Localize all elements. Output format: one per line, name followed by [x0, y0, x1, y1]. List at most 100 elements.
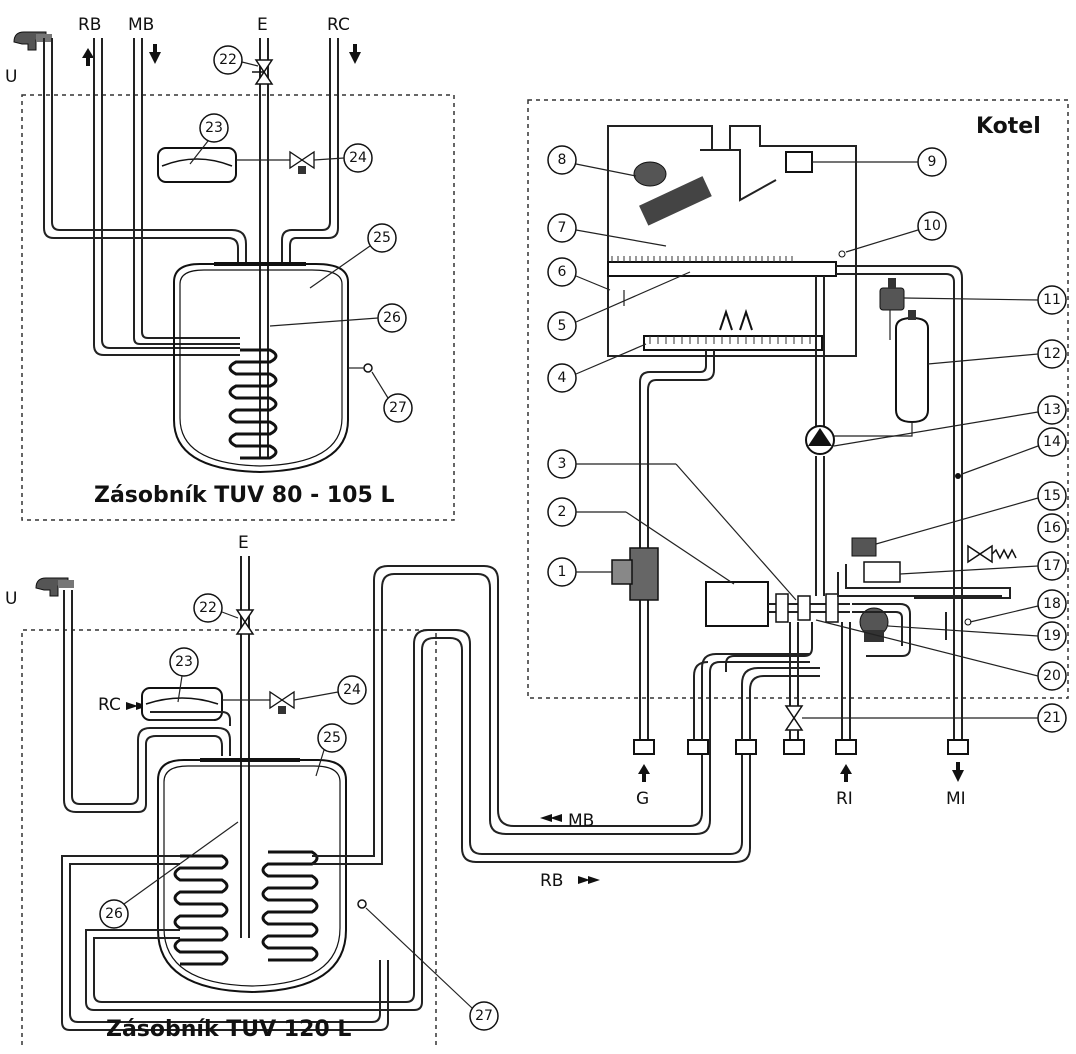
connection-fitting: [633, 739, 655, 755]
arrow-down-icon: [952, 762, 964, 782]
svg-text:1: 1: [558, 564, 567, 580]
svg-text:15: 15: [1043, 488, 1061, 504]
pipe-mb-loop: [312, 565, 810, 857]
svg-text:18: 18: [1043, 596, 1061, 612]
svg-text:5: 5: [558, 318, 567, 334]
diverter-motor-icon: [705, 581, 769, 627]
expansion-vessel-icon: [895, 310, 929, 424]
svg-text:9: 9: [928, 154, 937, 170]
svg-text:16: 16: [1043, 520, 1061, 536]
svg-text:27: 27: [475, 1008, 493, 1024]
tank-large-title: Zásobník TUV 120 L: [106, 1017, 351, 1042]
arrow-right-icon: [578, 876, 600, 884]
callout-14: 14: [961, 427, 1067, 475]
callout-27: 27: [371, 371, 413, 423]
callout-26: 26: [269, 303, 407, 333]
valve-icon: [235, 609, 255, 635]
svg-text:13: 13: [1043, 402, 1061, 418]
callout-6: 6: [547, 257, 611, 291]
sensor-icon: [838, 250, 846, 258]
arrow-up-icon: [82, 48, 94, 66]
callout-18: 18: [969, 589, 1067, 623]
label-top-u: U: [5, 67, 17, 87]
callout-26: 26: [99, 821, 239, 929]
pipe-gas: [639, 350, 707, 548]
combustion-chamber: [607, 125, 857, 357]
coil-icon: [173, 854, 229, 966]
burner-icon: [643, 308, 823, 351]
pipe-rc-top: [281, 38, 331, 262]
air-vent-icon: [879, 278, 905, 311]
pump-icon: [805, 425, 835, 455]
svg-text:22: 22: [199, 600, 217, 616]
label-mb-return: MB: [568, 811, 594, 831]
svg-text:20: 20: [1043, 668, 1061, 684]
callout-25: 25: [309, 223, 397, 289]
svg-text:25: 25: [323, 730, 341, 746]
svg-text:23: 23: [175, 654, 193, 670]
drain-valve-icon: [269, 690, 295, 714]
svg-text:22: 22: [219, 52, 237, 68]
label-top-e: E: [257, 15, 268, 35]
tank-small-title: Zásobník TUV 80 - 105 L: [94, 483, 394, 508]
svg-text:26: 26: [383, 310, 401, 326]
svg-text:4: 4: [558, 370, 567, 386]
callout-8: 8: [547, 145, 637, 177]
callout-15: 15: [875, 481, 1067, 545]
arrow-down-icon: [349, 44, 361, 64]
svg-text:14: 14: [1043, 434, 1061, 450]
callout-4: 4: [547, 343, 647, 393]
pipe-rb-top: [93, 38, 240, 356]
gauge-icon: [851, 537, 877, 557]
label-bottom-rc: RC: [98, 695, 121, 715]
svg-text:24: 24: [343, 682, 361, 698]
drain-valve-icon: [289, 150, 315, 174]
svg-text:2: 2: [558, 504, 567, 520]
label-top-mb: MB: [128, 15, 154, 35]
arrow-down-icon: [149, 44, 161, 64]
svg-text:7: 7: [558, 220, 567, 236]
label-top-rc: RC: [327, 15, 350, 35]
diverter-valve-icon: [775, 593, 839, 623]
callout-25: 25: [315, 723, 347, 777]
svg-text:10: 10: [923, 218, 941, 234]
svg-text:11: 11: [1043, 292, 1061, 308]
gas-valve-icon: [611, 547, 659, 601]
tap-icon: [13, 31, 52, 51]
arrow-up-icon: [638, 764, 650, 782]
label-rb-flow: RB: [540, 871, 563, 891]
callout-2: 2: [547, 497, 735, 585]
pipe-u-bottom: [63, 590, 223, 813]
tank-large-body: [157, 758, 347, 994]
sensor-icon: [357, 899, 367, 909]
label-bottom-u: U: [5, 589, 17, 609]
boiler-title: Kotel: [976, 114, 1041, 139]
callout-9: 9: [812, 147, 947, 177]
tap-icon: [35, 577, 74, 597]
pipe-rb-loop: [61, 855, 389, 1031]
tank-small-region: [21, 94, 455, 521]
callout-3: 3: [547, 449, 797, 601]
connection-fitting: [835, 739, 857, 755]
callout-11: 11: [903, 285, 1067, 315]
label-mi: MI: [946, 789, 966, 809]
sensor-icon: [955, 473, 961, 479]
pipe-mb-top: [133, 38, 240, 345]
svg-text:24: 24: [349, 150, 367, 166]
svg-text:8: 8: [558, 152, 567, 168]
callout-1: 1: [547, 557, 612, 587]
expansion-vessel-icon: [157, 147, 237, 183]
callout-24: 24: [293, 675, 367, 705]
callout-24: 24: [313, 143, 373, 173]
pipe-flow: [836, 265, 963, 740]
heat-exchanger-icon: [607, 256, 837, 277]
svg-text:25: 25: [373, 230, 391, 246]
svg-text:6: 6: [558, 264, 567, 280]
arrow-up-icon: [840, 764, 852, 782]
callout-19: 19: [887, 621, 1067, 651]
connection-fitting: [947, 739, 969, 755]
connection-fitting: [783, 739, 805, 755]
svg-text:26: 26: [105, 906, 123, 922]
callout-13: 13: [833, 395, 1067, 447]
safety-valve-icon: [967, 544, 1017, 564]
